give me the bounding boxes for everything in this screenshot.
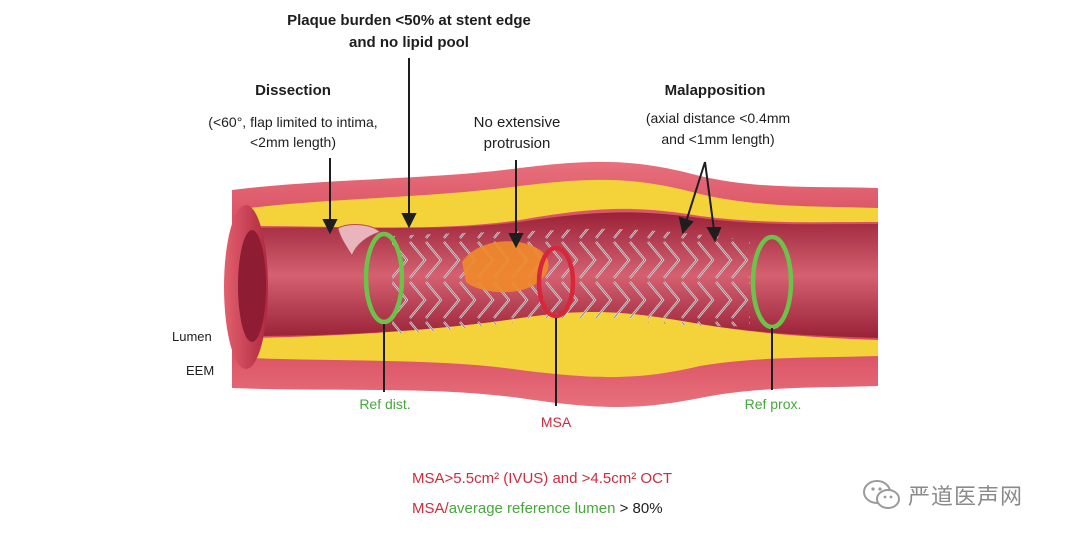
msa-ring xyxy=(536,245,576,319)
dissection-title: Dissection xyxy=(255,82,331,99)
criteria-line-2: MSA/average reference lumen > 80% xyxy=(412,500,663,517)
msa-label: MSA xyxy=(540,414,572,430)
criteria-ref: average reference lumen xyxy=(448,500,616,517)
dissection-flap xyxy=(337,224,381,258)
ref-prox-ring xyxy=(750,234,794,330)
malapposition-title: Malapposition xyxy=(664,82,766,99)
malapposition-arrow-1 xyxy=(685,161,706,223)
ref-prox-label: Ref prox. xyxy=(744,396,802,412)
ref-dist-ring xyxy=(363,231,405,325)
criteria-tail: > 80% xyxy=(615,500,663,517)
criteria-line-1: MSA>5.5cm² (IVUS) and >4.5cm² OCT xyxy=(412,470,673,487)
lumen-label: Lumen xyxy=(172,329,212,344)
plaque-lower xyxy=(250,311,878,378)
watermark: 严道医声网 xyxy=(862,478,1023,512)
eem-label: EEM xyxy=(186,363,215,378)
dissection-detail: (<60°, flap limited to intima, <2mm leng… xyxy=(208,114,378,150)
criteria-msa: MSA xyxy=(412,500,445,517)
malapposition-arrow-2 xyxy=(704,161,715,231)
wechat-icon xyxy=(863,480,900,509)
protrusion-label: No extensive protrusion xyxy=(473,114,561,152)
ref-dist-label: Ref dist. xyxy=(359,396,411,412)
lipid-protrusion xyxy=(462,241,549,293)
plaque-burden-label: Plaque burden <50% at stent edge and no … xyxy=(287,12,531,51)
watermark-text: 严道医声网 xyxy=(908,485,1024,510)
criteria-sep: / xyxy=(444,500,449,517)
malapposition-detail: (axial distance <0.4mm and <1mm length) xyxy=(645,110,791,147)
